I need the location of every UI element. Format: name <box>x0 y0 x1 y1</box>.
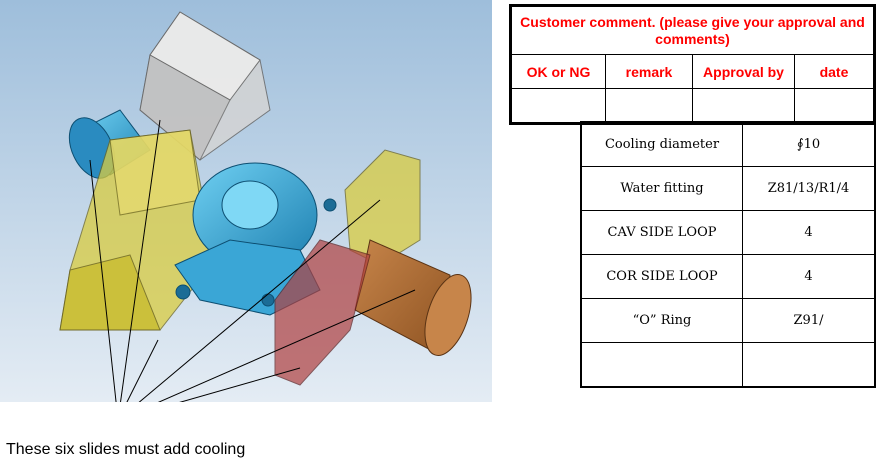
spec-value: ∮10 <box>742 121 876 167</box>
caption: These six slides must add cooling <box>6 441 246 458</box>
remark-cell[interactable] <box>605 88 693 124</box>
spec-label: COR SIDE LOOP <box>580 254 743 299</box>
slide-yellow-left <box>59 129 216 331</box>
table-row: CAV SIDE LOOP 4 <box>580 210 876 255</box>
approval-by-cell[interactable] <box>692 88 795 124</box>
cooling-spec-table: Cooling diameter ∮10 Water fitting Z81/1… <box>580 121 876 388</box>
table-row: COR SIDE LOOP 4 <box>580 254 876 299</box>
customer-comment-title: Customer comment. (please give your appr… <box>510 5 875 55</box>
col-date: date <box>794 54 875 89</box>
col-remark: remark <box>605 54 693 89</box>
col-ok-ng: OK or NG <box>510 54 606 89</box>
spec-value: 4 <box>742 254 876 299</box>
pointer-lines <box>89 119 416 402</box>
spec-label <box>580 342 743 388</box>
table-row: “O” Ring Z91/ <box>580 298 876 343</box>
table-row <box>580 342 876 388</box>
customer-comment-table: Customer comment. (please give your appr… <box>509 4 876 125</box>
spec-value: 4 <box>742 210 876 255</box>
table-row: Cooling diameter ∮10 <box>580 121 876 167</box>
spec-value: Z91/ <box>742 298 876 343</box>
spec-value: Z81/13/R1/4 <box>742 166 876 211</box>
spec-label: Water fitting <box>580 166 743 211</box>
spec-label: “O” Ring <box>580 298 743 343</box>
orange-pipe <box>354 239 472 356</box>
ok-ng-cell[interactable] <box>510 88 606 124</box>
slide-grey <box>139 11 271 161</box>
cad-model-image <box>0 0 492 402</box>
spec-value <box>742 342 876 388</box>
spec-label: CAV SIDE LOOP <box>580 210 743 255</box>
col-approval-by: Approval by <box>692 54 795 89</box>
spec-label: Cooling diameter <box>580 121 743 167</box>
date-cell[interactable] <box>794 88 875 124</box>
table-row: Water fitting Z81/13/R1/4 <box>580 166 876 211</box>
